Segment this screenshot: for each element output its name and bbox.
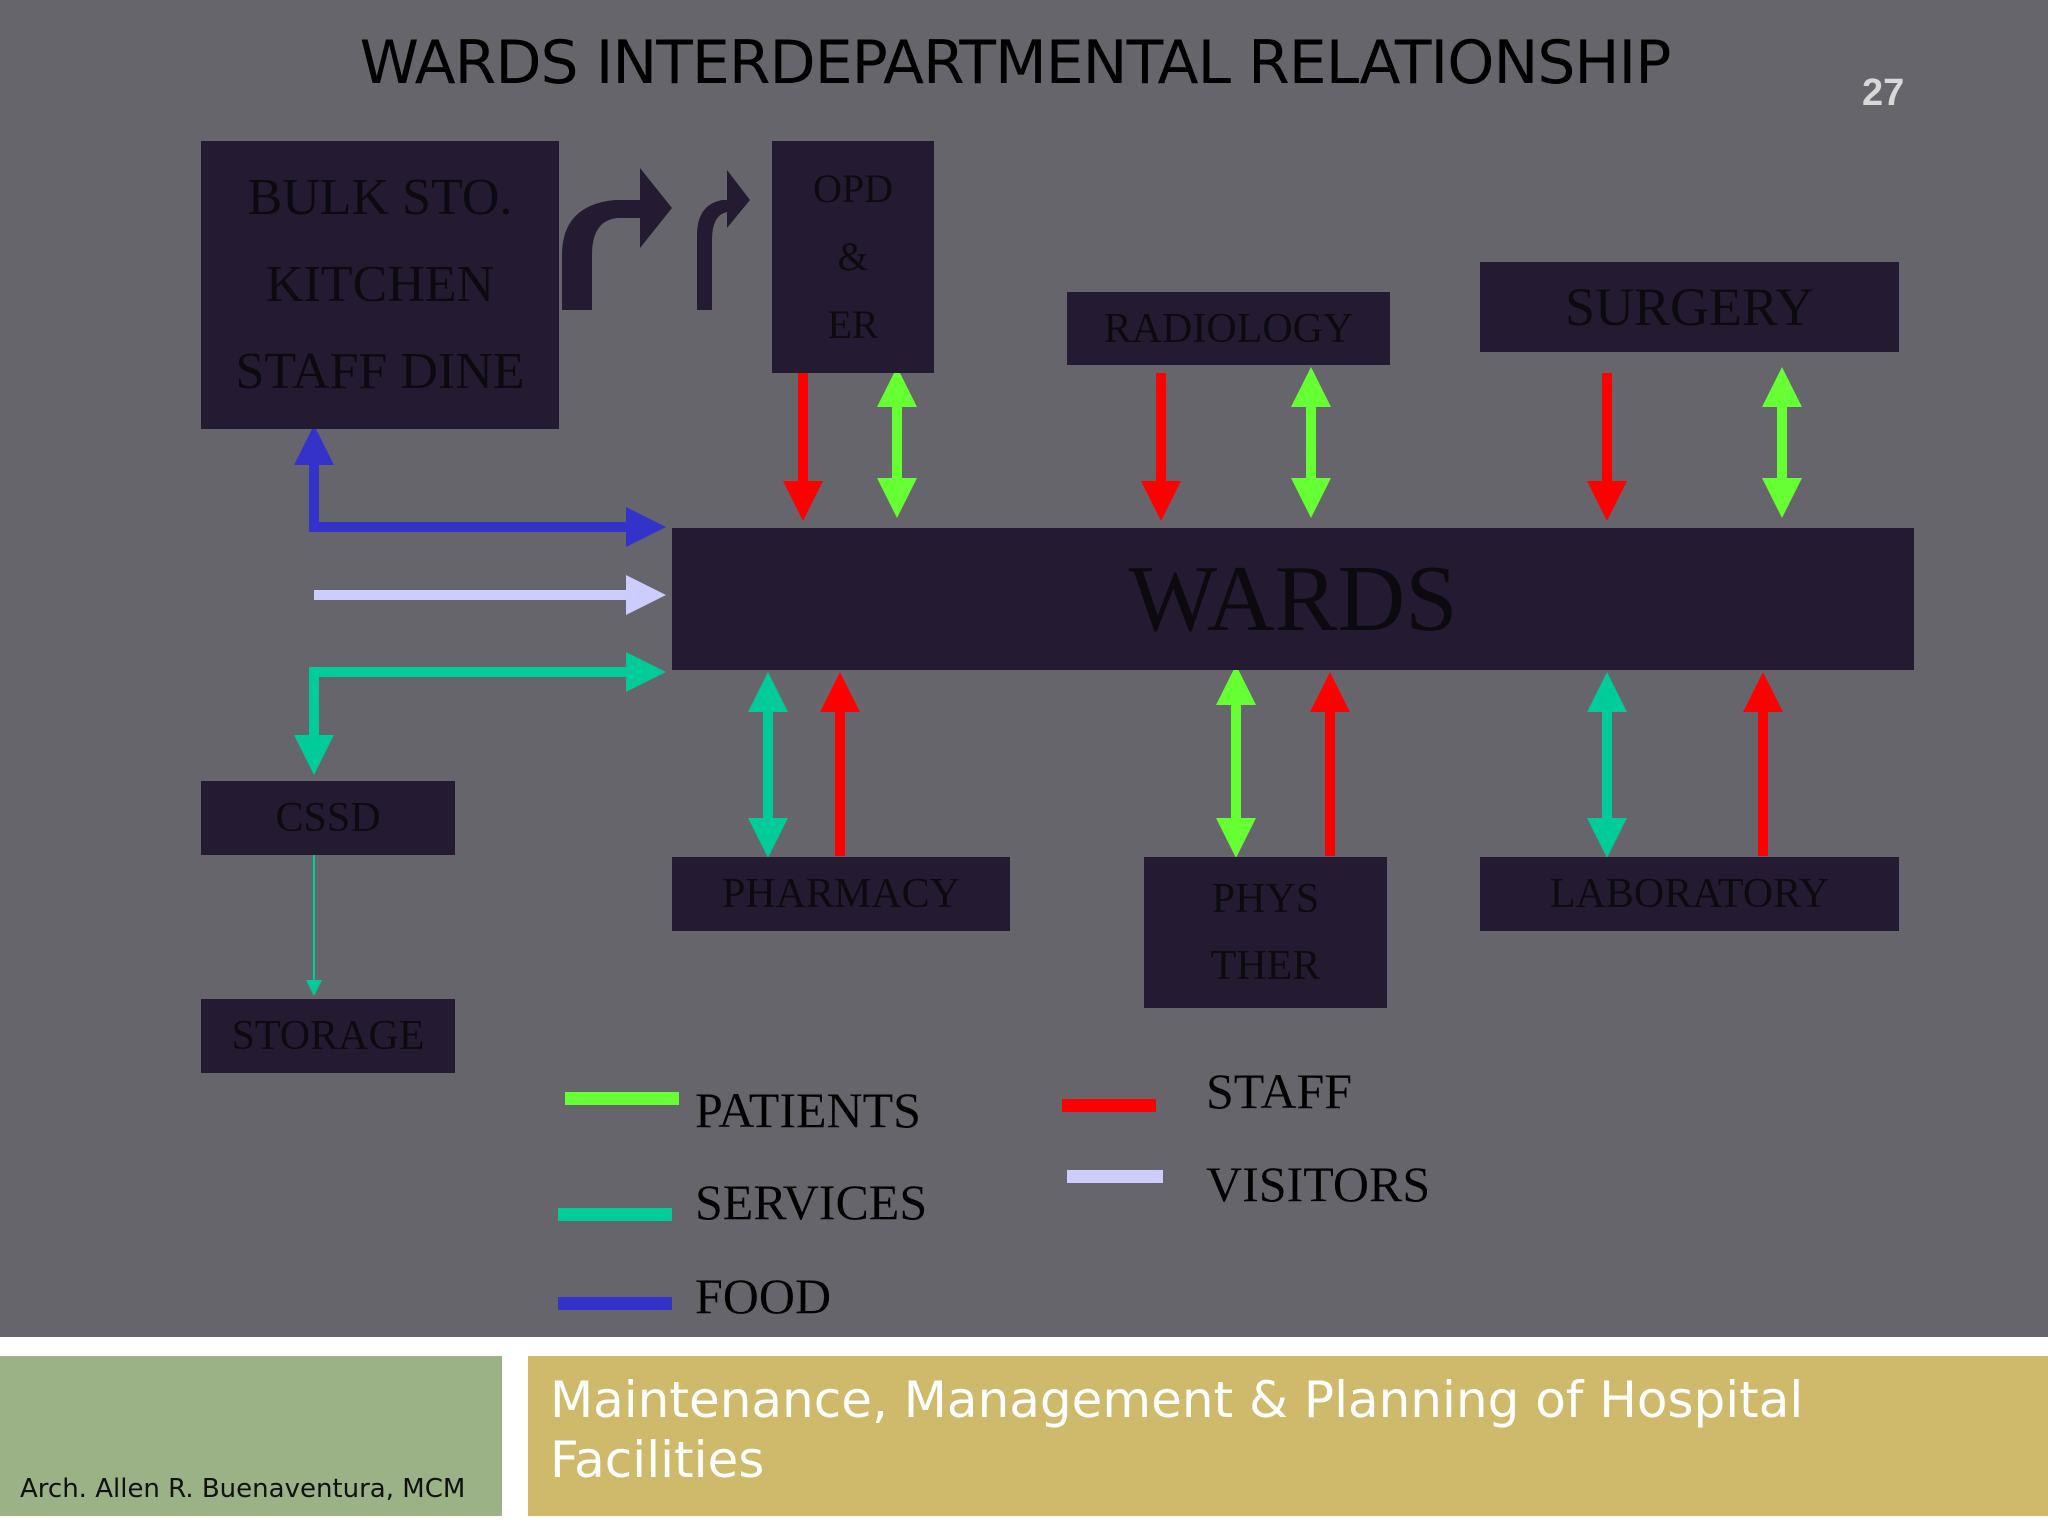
legend-food-label: FOOD <box>695 1268 832 1324</box>
legend-food-line <box>558 1297 672 1310</box>
opd-label: OPD <box>812 166 894 211</box>
legend-services-line <box>558 1208 672 1221</box>
radiology-label: RADIOLOGY <box>1103 305 1354 352</box>
opd-er-box: OPD & ER <box>772 141 934 373</box>
storage-box: STORAGE <box>201 999 455 1073</box>
legend-services-label: SERVICES <box>695 1174 928 1230</box>
storage-label: STORAGE <box>231 1013 425 1059</box>
ther-label: THER <box>1210 943 1321 990</box>
cssd-label: CSSD <box>275 795 381 841</box>
bulk-kitchen-box: BULK STO. KITCHEN STAFF DINE <box>201 141 559 429</box>
pharmacy-label: PHARMACY <box>721 871 961 917</box>
legend-staff-line <box>1062 1099 1156 1112</box>
footer-author-panel: Arch. Allen R. Buenaventura, MCM <box>0 1356 502 1516</box>
food-arrow <box>294 425 666 547</box>
slide: WARDS INTERDEPARTMENTAL RELATIONSHIP 27 <box>0 0 2048 1337</box>
laboratory-box: LABORATORY <box>1480 857 1899 931</box>
phys-ther-box: PHYS THER <box>1144 857 1387 1008</box>
legend-visitors-line <box>1067 1170 1163 1183</box>
footer-course-title: Maintenance, Management & Planning of Ho… <box>550 1371 1804 1489</box>
curved-arrow-small <box>697 170 750 310</box>
wards-box: WARDS <box>672 528 1914 670</box>
surgery-label: SURGERY <box>1564 277 1815 337</box>
page-number: 27 <box>1862 72 1905 114</box>
laboratory-label: LABORATORY <box>1549 871 1830 917</box>
legend-staff-label: STAFF <box>1206 1063 1353 1119</box>
connection-arrows <box>294 168 1802 996</box>
kitchen-label: KITCHEN <box>265 255 495 313</box>
phys-label: PHYS <box>1211 875 1320 922</box>
services-arrow-cssd <box>294 652 666 775</box>
pharmacy-box: PHARMACY <box>672 857 1010 931</box>
cssd-box: CSSD <box>201 781 455 855</box>
legend-patients-line <box>565 1092 679 1105</box>
slide-title: WARDS INTERDEPARTMENTAL RELATIONSHIP <box>359 28 1672 98</box>
footer-course-panel: Maintenance, Management & Planning of Ho… <box>528 1356 2048 1516</box>
staff-dine-label: STAFF DINE <box>235 342 525 400</box>
wards-label: WARDS <box>1128 547 1458 651</box>
legend-visitors-label: VISITORS <box>1206 1156 1431 1212</box>
footer-author: Arch. Allen R. Buenaventura, MCM <box>20 1474 466 1504</box>
bulk-storage-label: BULK STO. <box>247 169 513 227</box>
surgery-box: SURGERY <box>1480 262 1899 352</box>
legend-patients-label: PATIENTS <box>695 1082 921 1138</box>
radiology-box: RADIOLOGY <box>1067 292 1390 365</box>
curved-arrow-large <box>562 168 672 310</box>
er-label: ER <box>827 302 879 347</box>
ampersand-label: & <box>837 234 869 279</box>
